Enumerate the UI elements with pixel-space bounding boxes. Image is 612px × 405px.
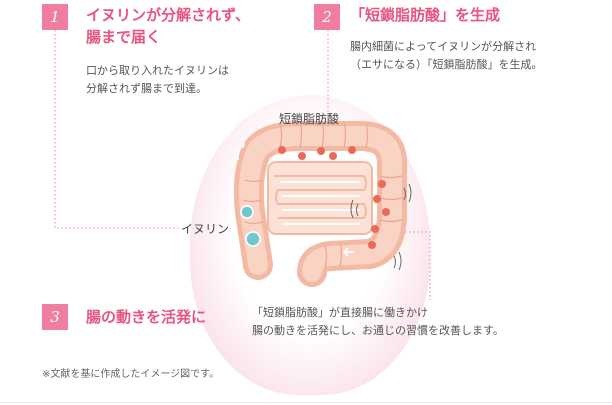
step3-title: 腸の動きを活発に: [86, 308, 207, 326]
flow-arrows: [237, 142, 354, 257]
footnote: ※文献を基に作成したイメージ図です。: [42, 369, 220, 380]
step1-description: 口から取り入れたイヌリンは 分解されず腸まで到達。: [86, 64, 229, 95]
step3-badge: 3: [42, 304, 68, 330]
inulin-dots: [240, 205, 261, 247]
step3-description: 「短鎖脂肪酸」が直接腸に働きかけ 腸の動きを活発にし、お通じの習慣を改善します。: [252, 306, 504, 337]
step1-badge: 1: [42, 4, 68, 30]
bottom-divider: [0, 402, 612, 403]
short-chain-fatty-acid-label: 短鎖脂肪酸: [279, 112, 340, 126]
step3-leader-line: [397, 231, 431, 300]
step1-leader-line: [54, 30, 180, 229]
step2-title: 「短鎖脂肪酸」を生成: [350, 6, 501, 24]
step2-description: 腸内細菌によってイヌリンが分解され （エサになる）「短鎖脂肪酸」を生成。: [350, 40, 543, 71]
colon-inner: [238, 126, 403, 282]
fatty-acid-dots: [278, 146, 390, 249]
step1-title: イヌリンが分解されず、 腸まで届く: [86, 6, 250, 46]
large-intestine: [233, 121, 408, 287]
leader-lines: [54, 30, 431, 300]
inulin-label: イヌリン: [181, 222, 230, 236]
motion-marks: [350, 183, 412, 271]
small-intestine: [267, 161, 373, 235]
haustra-marks: [242, 121, 403, 269]
step2-badge: 2: [314, 4, 340, 30]
